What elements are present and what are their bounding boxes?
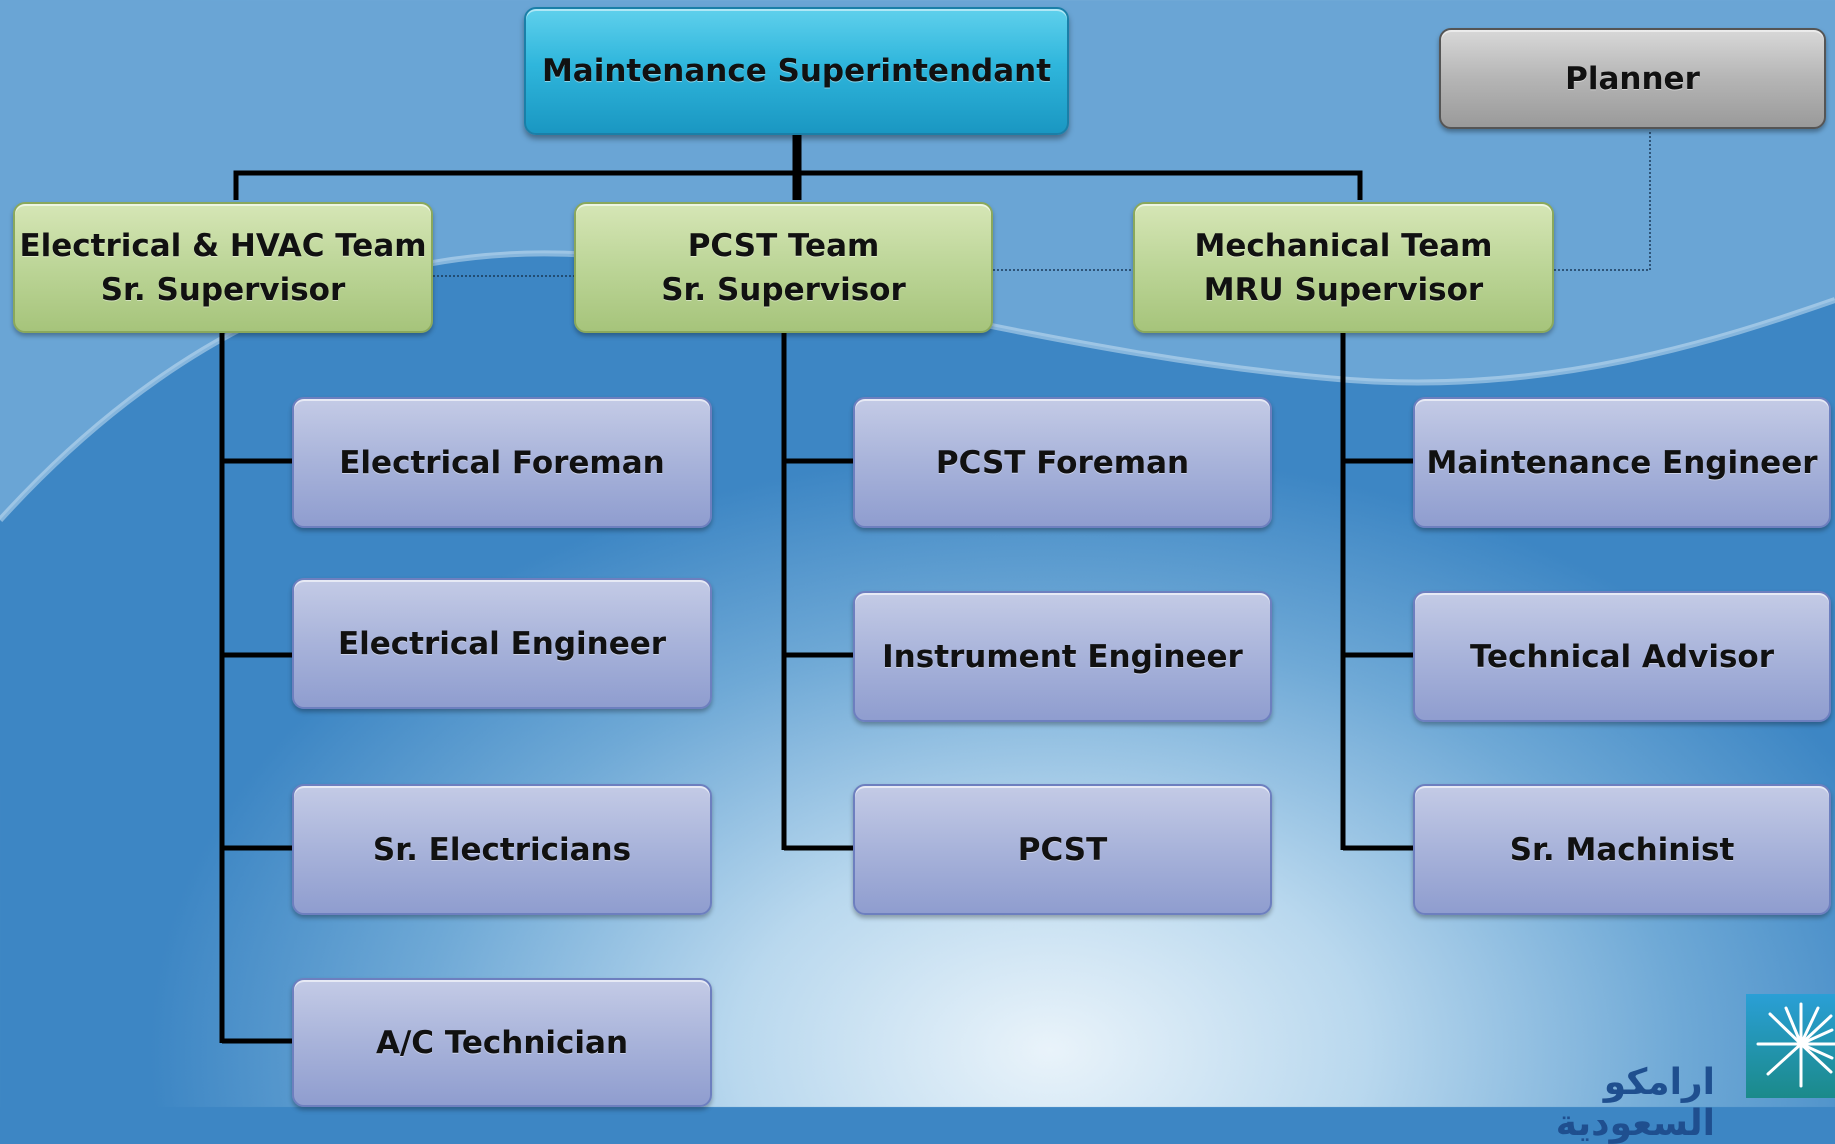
pcst-box: PCST [853, 784, 1272, 915]
sr-machinist-box: Sr. Machinist [1413, 784, 1831, 915]
pcst-foreman-box: PCST Foreman [853, 397, 1272, 528]
mechanical-team-label: Mechanical Team [1194, 227, 1493, 264]
pcst-label: PCST [1017, 831, 1108, 868]
electrical-hvac-team-label: Electrical & HVAC Team [19, 227, 427, 264]
aramco-starburst-icon [1746, 994, 1835, 1098]
instrument-engineer-box: Instrument Engineer [853, 591, 1272, 722]
planner-label: Planner [1565, 60, 1700, 97]
electrical-hvac-role-label: Sr. Supervisor [100, 271, 346, 308]
mechanical-role-label: MRU Supervisor [1203, 271, 1484, 308]
pcst-role-label: Sr. Supervisor [661, 271, 906, 308]
org-connectors [219, 132, 1651, 1044]
electrical-engineer-label: Electrical Engineer [337, 625, 667, 662]
maintenance-engineer-box: Maintenance Engineer [1413, 397, 1831, 528]
electrical-engineer-box: Electrical Engineer [292, 578, 712, 709]
pcst-foreman-label: PCST Foreman [935, 444, 1190, 481]
electrical-foreman-box: Electrical Foreman [292, 397, 712, 528]
planner-box: Planner [1439, 28, 1826, 129]
sr-electricians-box: Sr. Electricians [292, 784, 712, 915]
ac-technician-label: A/C Technician [375, 1024, 629, 1061]
ac-technician-box: A/C Technician [292, 978, 712, 1107]
instrument-engineer-label: Instrument Engineer [882, 638, 1243, 675]
technical-advisor-label: Technical Advisor [1470, 638, 1774, 675]
pcst-team-label: PCST Team [687, 227, 880, 264]
sr-electricians-label: Sr. Electricians [372, 831, 632, 868]
pcst-supervisor-box: PCST Team Sr. Supervisor [574, 202, 993, 333]
electrical-hvac-supervisor-box: Electrical & HVAC Team Sr. Supervisor [13, 202, 433, 333]
sr-machinist-label: Sr. Machinist [1509, 831, 1735, 868]
maintenance-superintendant-box: Maintenance Superintendant [524, 7, 1069, 135]
aramco-logo-text: ارامكو السعودية [1555, 1062, 1715, 1144]
technical-advisor-box: Technical Advisor [1413, 591, 1831, 722]
electrical-foreman-label: Electrical Foreman [339, 444, 665, 481]
maintenance-engineer-label: Maintenance Engineer [1426, 444, 1818, 481]
maintenance-superintendant-label: Maintenance Superintendant [541, 53, 1052, 89]
mechanical-supervisor-box: Mechanical Team MRU Supervisor [1133, 202, 1554, 333]
